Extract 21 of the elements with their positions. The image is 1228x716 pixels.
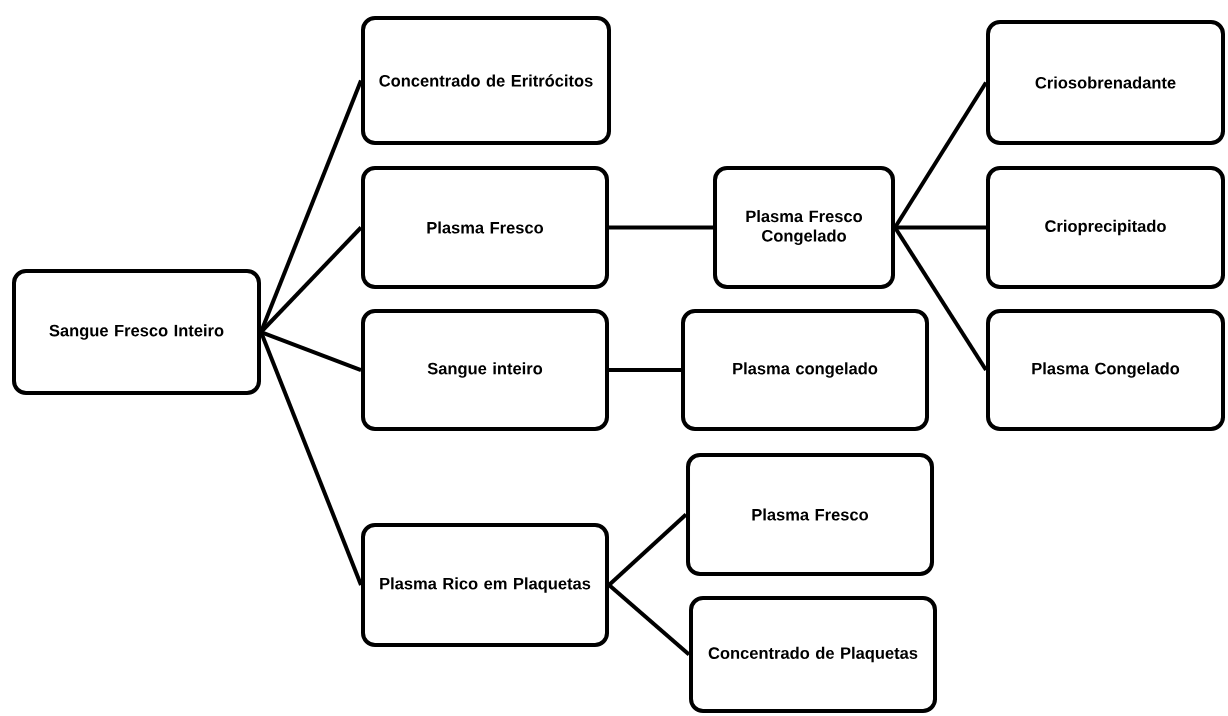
process-box: Sangue Fresco Inteiro (12, 269, 261, 395)
process-box: Plasma Rico em Plaquetas (361, 523, 609, 647)
process-box: Criosobrenadante (986, 20, 1225, 145)
process-box: Concentrado de Plaquetas (689, 596, 937, 713)
process-box: Crioprecipitado (986, 166, 1225, 289)
process-box: Plasma Fresco (361, 166, 609, 289)
process-box: Concentrado de Eritrócitos (361, 16, 611, 145)
process-box: Plasma congelado (681, 309, 929, 431)
connector-line (609, 225, 713, 230)
connector-line (895, 225, 986, 230)
connector-line (259, 331, 363, 586)
process-box: Plasma Fresco (686, 453, 934, 576)
connector-line (607, 513, 688, 587)
connector-line (607, 583, 691, 656)
process-box: Sangue inteiro (361, 309, 609, 431)
process-box: Plasma Fresco Congelado (713, 166, 895, 289)
process-box: Plasma Congelado (986, 309, 1225, 431)
connector-line (609, 368, 681, 372)
connector-line (260, 330, 362, 372)
connector-line (893, 81, 988, 229)
connector-line (893, 226, 988, 372)
